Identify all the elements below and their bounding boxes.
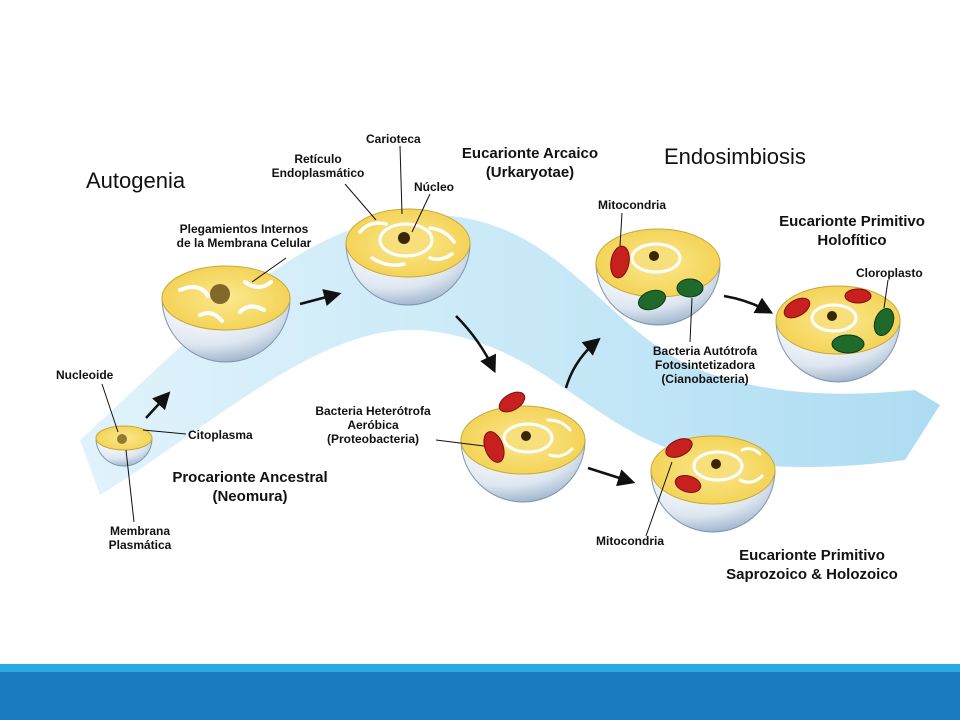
mitochondrion-icon: [844, 288, 872, 304]
label-carioteca: Carioteca: [366, 132, 421, 146]
label-membrana-line2: Plasmática: [108, 538, 172, 552]
cell-eucarionte-arcaico: [345, 208, 471, 306]
label-eucarionte-saprozoico: Eucarionte Primitivo Saprozoico & Holozo…: [694, 546, 930, 584]
chloroplast-icon: [873, 307, 895, 337]
mitochondrion-icon: [610, 245, 630, 279]
label-cloroplasto: Cloroplasto: [856, 266, 923, 280]
arrow-1-to-2: [145, 391, 171, 419]
cell-autotrofa: [595, 228, 721, 326]
chloroplast-icon: [676, 278, 704, 298]
label-plegamientos: Plegamientos Internos de la Membrana Cel…: [156, 222, 332, 250]
cell-procarionte: [95, 425, 153, 467]
label-bacteria-autotrofa: Bacteria Autótrofa Fotosintetizadora (Ci…: [640, 344, 770, 386]
label-plegamientos-line2: de la Membrana Celular: [176, 236, 312, 250]
label-heterotrofa-line3: (Proteobacteria): [326, 432, 420, 446]
arrow-3-to-4: [455, 315, 497, 374]
footer-bar: [0, 672, 960, 720]
label-membrana-plasmatica: Membrana Plasmática: [100, 524, 180, 552]
label-procarionte-ancestral: Procarionte Ancestral (Neomura): [150, 468, 350, 506]
transition-arrows: [145, 289, 774, 487]
label-autotrofa-line3: (Cianobacteria): [661, 372, 749, 386]
arrow-4-to-7: [587, 466, 636, 487]
label-procarionte-line1: Procarionte Ancestral: [172, 469, 328, 486]
label-bacteria-heterotrofa: Bacteria Heterótrofa Aeróbica (Proteobac…: [310, 404, 436, 446]
label-reticulo-line2: Endoplasmático: [271, 166, 365, 180]
label-arcaico-line1: Eucarionte Arcaico: [461, 145, 599, 162]
label-autotrofa-line1: Bacteria Autótrofa: [652, 344, 758, 358]
label-autotrofa-line2: Fotosintetizadora: [654, 358, 755, 372]
label-saprozoico-line2: Saprozoico & Holozoico: [726, 566, 898, 583]
label-eucarionte-arcaico: Eucarionte Arcaico (Urkaryotae): [442, 144, 618, 182]
label-heterotrofa-line2: Aeróbica: [347, 418, 399, 432]
arrow-2-to-3: [299, 289, 342, 307]
label-eucarionte-holofitico: Eucarionte Primitivo Holofítico: [752, 212, 952, 250]
label-mitocondria-bottom: Mitocondria: [596, 534, 664, 548]
label-mitocondria-top: Mitocondria: [598, 198, 666, 212]
mitochondrion-icon: [783, 297, 811, 319]
leader-lines: [101, 145, 889, 537]
label-saprozoico-line1: Eucarionte Primitivo: [739, 547, 885, 564]
chloroplast-icon: [831, 334, 865, 354]
mitochondrion-icon: [665, 438, 693, 458]
label-holofitico-line1: Eucarionte Primitivo: [779, 213, 925, 230]
heading-autogenia: Autogenia: [86, 168, 186, 193]
label-procarionte-line2: (Neomura): [212, 488, 288, 505]
label-arcaico-line2: (Urkaryotae): [485, 164, 575, 181]
label-heterotrofa-line1: Bacteria Heterótrofa: [315, 404, 431, 418]
chloroplast-icon: [637, 289, 667, 311]
label-reticulo-endoplasmatico: Retículo Endoplasmático: [266, 152, 370, 180]
label-membrana-line1: Membrana: [109, 524, 171, 538]
mitochondrion-icon: [674, 475, 702, 493]
label-nucleoide: Nucleoide: [56, 368, 114, 382]
evolution-flow-band: [80, 214, 940, 495]
arrow-4-to-5: [564, 337, 601, 389]
label-plegamientos-line1: Plegamientos Internos: [179, 222, 309, 236]
mitochondrion-icon: [498, 391, 526, 413]
arrow-5-to-6: [723, 294, 774, 314]
label-holofitico-line2: Holofítico: [817, 232, 887, 249]
cell-holofitico: [775, 285, 901, 383]
cell-heterotrofa: [460, 391, 586, 503]
footer-bar-accent: [0, 664, 960, 672]
label-citoplasma: Citoplasma: [188, 428, 253, 442]
cell-plegamientos: [161, 265, 291, 363]
cell-saprozoico: [650, 435, 776, 533]
heading-endosimbiosis: Endosimbiosis: [664, 144, 806, 169]
mitochondrion-icon: [483, 431, 505, 463]
label-nucleo: Núcleo: [414, 180, 455, 194]
label-reticulo-line1: Retículo: [294, 152, 342, 166]
